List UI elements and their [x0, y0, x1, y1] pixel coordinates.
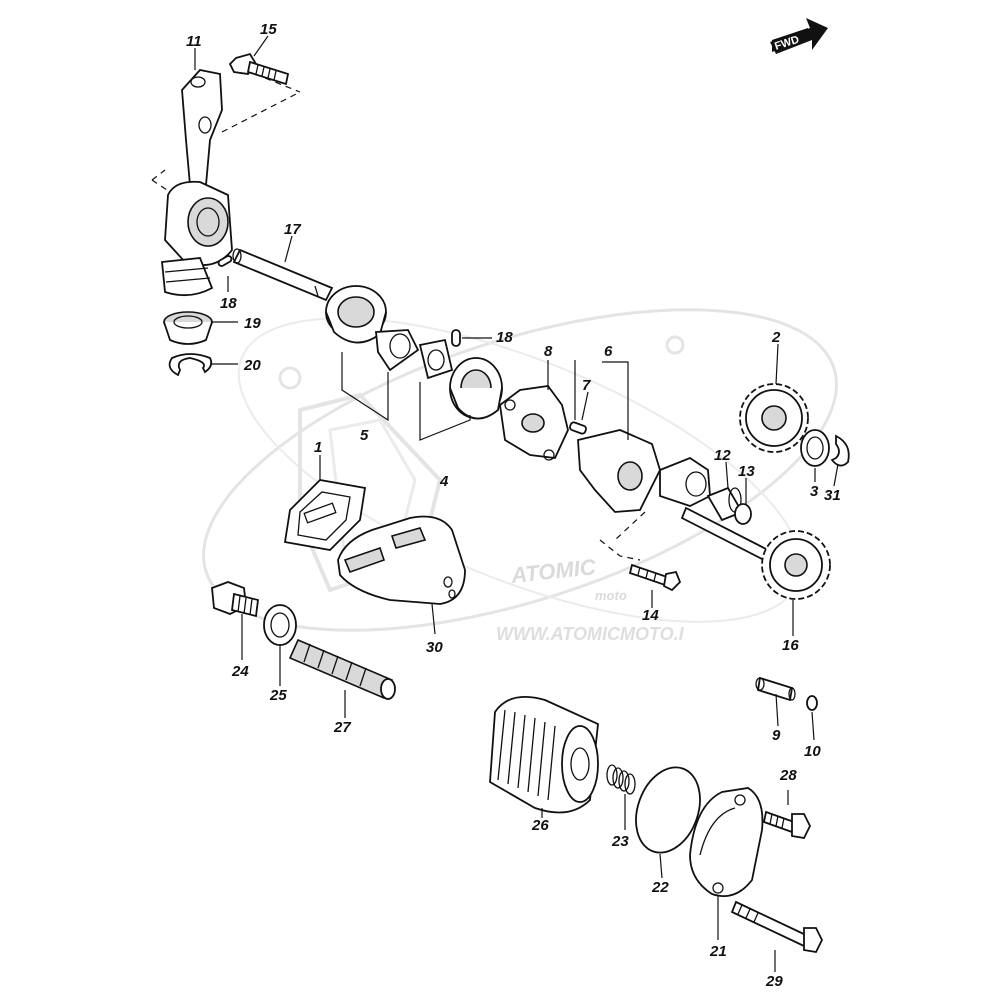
part-4-inner-rotor	[418, 338, 503, 420]
callout-10: 10	[804, 743, 821, 760]
callout-12: 12	[714, 447, 731, 464]
callout-5: 5	[360, 427, 369, 444]
part-26-oil-filter	[489, 696, 599, 814]
callout-4: 4	[439, 473, 449, 490]
part-10-o-ring	[806, 695, 818, 711]
callout-2: 2	[771, 329, 781, 346]
callout-28: 28	[779, 767, 797, 784]
part-19-bearing	[163, 311, 213, 345]
part-14-bolt	[628, 563, 682, 592]
callout-9: 9	[772, 727, 781, 744]
callout-25: 25	[269, 687, 287, 704]
part-5-outer-rotor	[325, 285, 420, 372]
part-11-oil-strainer-pipe	[161, 69, 233, 297]
watermark-brand: ATOMIC	[509, 554, 598, 588]
part-18-pin-b	[451, 329, 461, 347]
fwd-arrow-badge: FWD	[770, 18, 828, 54]
callout-16: 16	[782, 637, 799, 654]
part-9-plug	[755, 676, 796, 702]
callout-3: 3	[810, 483, 819, 500]
callout-17: 17	[284, 221, 301, 238]
watermark-url: WWW.ATOMICMOTO.I	[496, 624, 685, 644]
part-6-pump-body	[577, 429, 711, 513]
part-24-drain-plug	[211, 581, 259, 618]
part-22-o-ring	[635, 766, 701, 854]
callout-11: 11	[186, 33, 202, 50]
callout-30: 30	[426, 639, 443, 656]
callout-14: 14	[642, 607, 659, 624]
part-29-long-bolt	[730, 900, 824, 953]
part-2-drive-gear	[739, 383, 809, 453]
callout-20: 20	[243, 357, 261, 374]
callout-13: 13	[738, 463, 755, 480]
part-17-pump-shaft	[232, 248, 334, 302]
part-3-washer	[800, 429, 830, 467]
part-16-driven-gear	[680, 506, 831, 600]
part-27-mesh-strainer	[288, 638, 396, 700]
callout-19: 19	[244, 315, 261, 332]
callout-22: 22	[651, 879, 669, 896]
part-8-pump-cover	[499, 385, 569, 461]
callout-23: 23	[611, 833, 629, 850]
callout-21: 21	[709, 943, 727, 960]
part-25-gasket-washer	[263, 604, 297, 646]
callout-6: 6	[604, 343, 613, 360]
callout-26: 26	[531, 817, 549, 834]
part-30-oil-baffle	[337, 515, 466, 605]
part-28-bolt	[762, 810, 812, 839]
callout-1: 1	[314, 439, 322, 456]
part-31-circlip	[830, 434, 850, 467]
part-13-o-ring	[734, 503, 752, 525]
callout-18b: 18	[496, 329, 513, 346]
callout-24: 24	[231, 663, 249, 680]
callout-7: 7	[582, 377, 591, 394]
callout-15: 15	[260, 21, 277, 38]
part-7-dowel-pin	[569, 421, 587, 435]
watermark-tagline: moto	[595, 588, 627, 603]
fwd-label: FWD	[773, 34, 801, 53]
part-23-spring	[606, 764, 636, 795]
leader-lines	[194, 35, 839, 972]
callouts: 11 15 17 18 19 20 18 8 6 7 2 5 4 12 13 3…	[186, 21, 841, 990]
callout-27: 27	[333, 719, 351, 736]
callout-31: 31	[824, 487, 841, 504]
part-21-filter-cap	[689, 787, 764, 898]
part-15-bolt	[228, 52, 290, 86]
callout-29: 29	[765, 973, 783, 990]
callout-18a: 18	[220, 295, 237, 312]
part-18-pin-a	[217, 255, 233, 267]
part-20-circlip	[168, 353, 213, 377]
callout-8: 8	[544, 343, 553, 360]
